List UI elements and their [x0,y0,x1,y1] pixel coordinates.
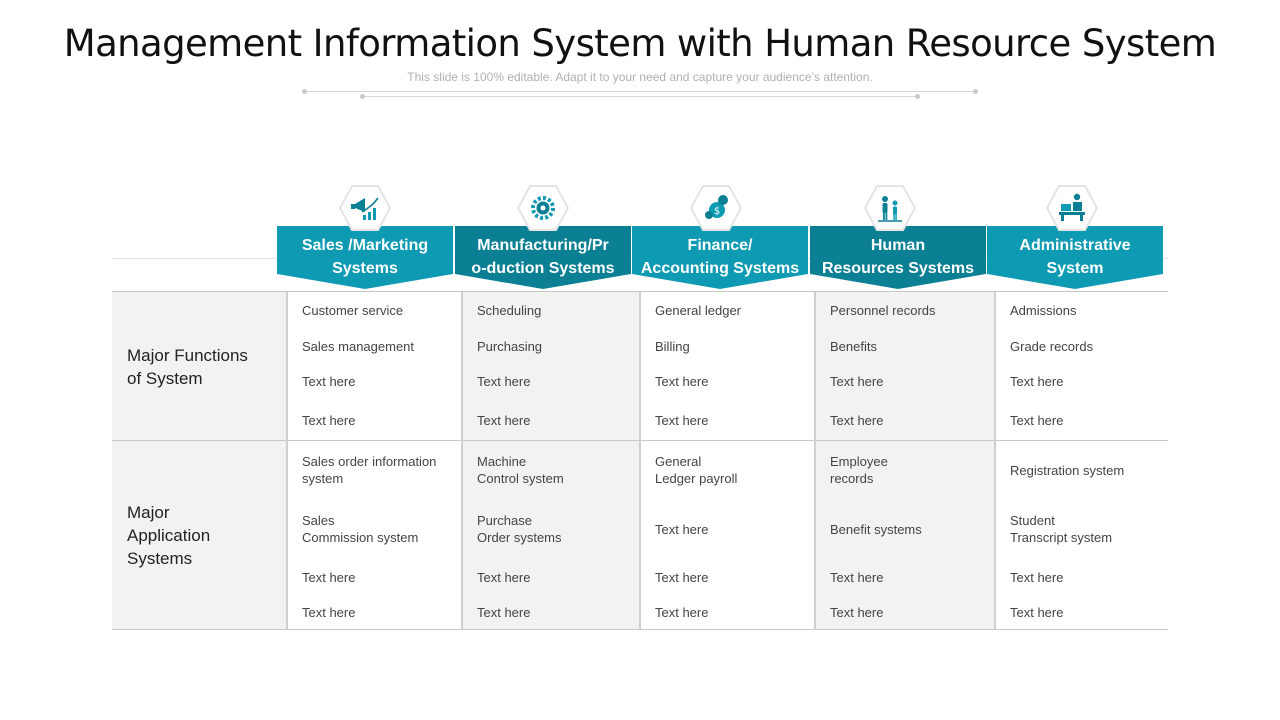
table-cell: Text here [477,605,531,620]
column-header-label: Sales /Marketing Systems [301,237,429,277]
column-header-sales-marketing: Sales /Marketing Systems [277,226,453,290]
table-cell: Text here [302,570,356,585]
column-divider [461,292,463,630]
table-cell: General ledger [655,303,741,318]
decor-dot [915,94,920,99]
table-cell: Text here [1010,570,1064,585]
table-cell: Text here [477,570,531,585]
slide-title: Management Information System with Human… [63,22,1217,65]
column-divider [994,292,996,630]
table-cell: Grade records [1010,339,1094,354]
table-cell: Text here [830,413,884,428]
column-header-label: Manufacturing/Pr o-duction Systems [471,237,615,277]
decor-line-bottom [363,96,918,97]
table-cell: Employee records [830,454,888,486]
column-header-label: Human Resources Systems [821,237,975,277]
decor-line-top [305,91,976,92]
table-cell: Text here [830,374,884,389]
column-divider [814,292,816,630]
table-cell: Personnel records [830,303,936,318]
svg-text:$: $ [714,206,720,217]
column-header-manufacturing: Manufacturing/Pr o-duction Systems [455,226,631,290]
table-cell: Text here [477,413,531,428]
table-cell: General Ledger payroll [655,454,738,486]
table-line-top [112,291,1168,292]
table-cell: Text here [830,570,884,585]
table-cell: Text here [302,605,356,620]
table-cell: Text here [477,374,531,389]
table-cell: Scheduling [477,303,542,318]
admin-desk-icon [1045,184,1099,232]
table-cell: Machine Control system [477,454,564,486]
table-cell: Text here [655,605,709,620]
row-header-background [112,292,287,630]
table-cell: Student Transcript system [1010,513,1113,545]
gear-icon [516,184,570,232]
money-bag-icon: $ [689,184,743,232]
column-header-label: Administrative System [1019,237,1131,277]
table-cell: Customer service [302,303,404,318]
slide-subtitle: This slide is 100% editable. Adapt it to… [407,70,873,84]
table-cell: Sales management [302,339,415,354]
table-cell: Sales Commission system [302,513,419,545]
column-divider [639,292,641,630]
table-cell: Text here [1010,374,1064,389]
decor-dot [302,89,307,94]
table-cell: Text here [655,374,709,389]
row-header-major-application-systems: Major Application Systems [127,503,211,568]
table-cell: Text here [1010,413,1064,428]
table-cell: Text here [655,413,709,428]
column-header-label: Finance/ Accounting Systems [640,237,800,277]
column-background-manufacturing [462,292,640,630]
table-cell: Text here [655,570,709,585]
table-cell: Sales order information system [302,454,437,486]
table-cell: Text here [655,522,709,537]
table-cell: Billing [655,339,690,354]
people-icon [863,184,917,232]
table-cell: Purchase Order systems [477,513,562,545]
megaphone-chart-icon [338,184,392,232]
table-cell: Purchasing [477,339,543,354]
table-cell: Admissions [1010,303,1077,318]
decor-dot [973,89,978,94]
table-cell: Benefits [830,339,877,354]
row-header-major-functions: Major Functions of System [127,346,248,388]
column-header-human-resources: Human Resources Systems [810,226,986,290]
column-background-human-resources [815,292,995,630]
table-cell: Text here [830,605,884,620]
column-header-administrative: Administrative System [987,226,1163,290]
decor-dot [360,94,365,99]
column-header-finance: Finance/ Accounting Systems [632,226,808,290]
table-cell: Text here [302,413,356,428]
table-cell: Text here [302,374,356,389]
column-divider [286,292,288,630]
table-cell: Benefit systems [830,522,922,537]
table-cell: Registration system [1010,463,1125,478]
table-cell: Text here [1010,605,1064,620]
